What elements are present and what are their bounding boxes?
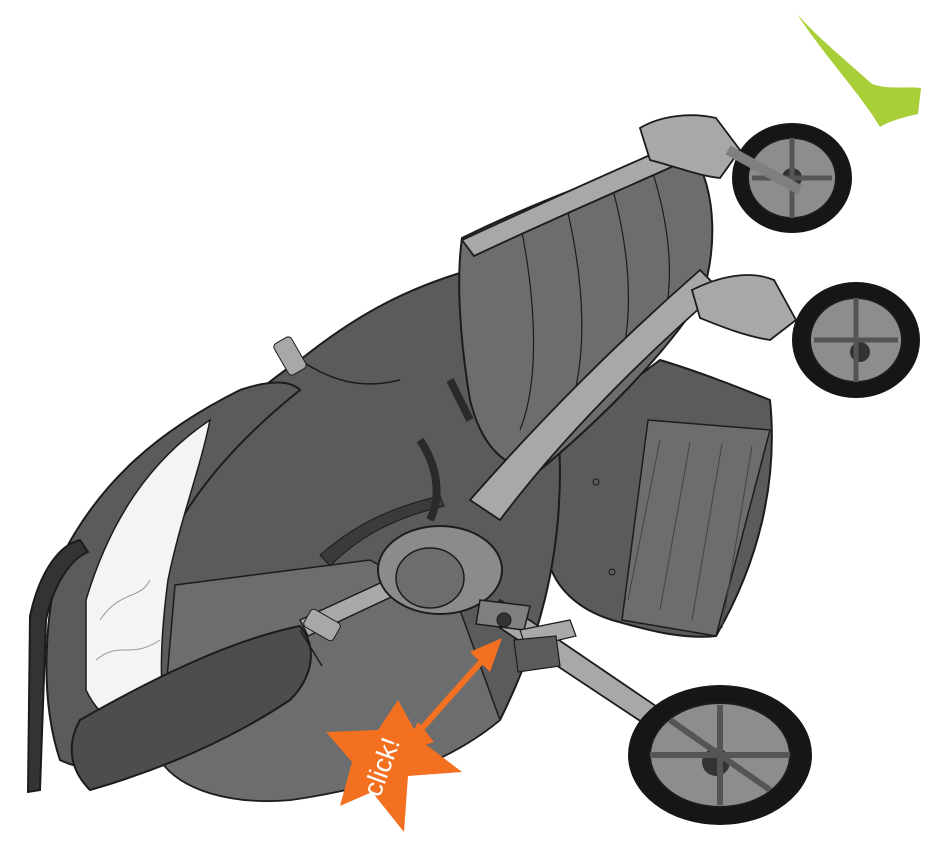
rear-wheel <box>628 685 812 825</box>
front-wheel-bottom <box>692 275 920 398</box>
green-swoosh-icon <box>797 14 921 127</box>
